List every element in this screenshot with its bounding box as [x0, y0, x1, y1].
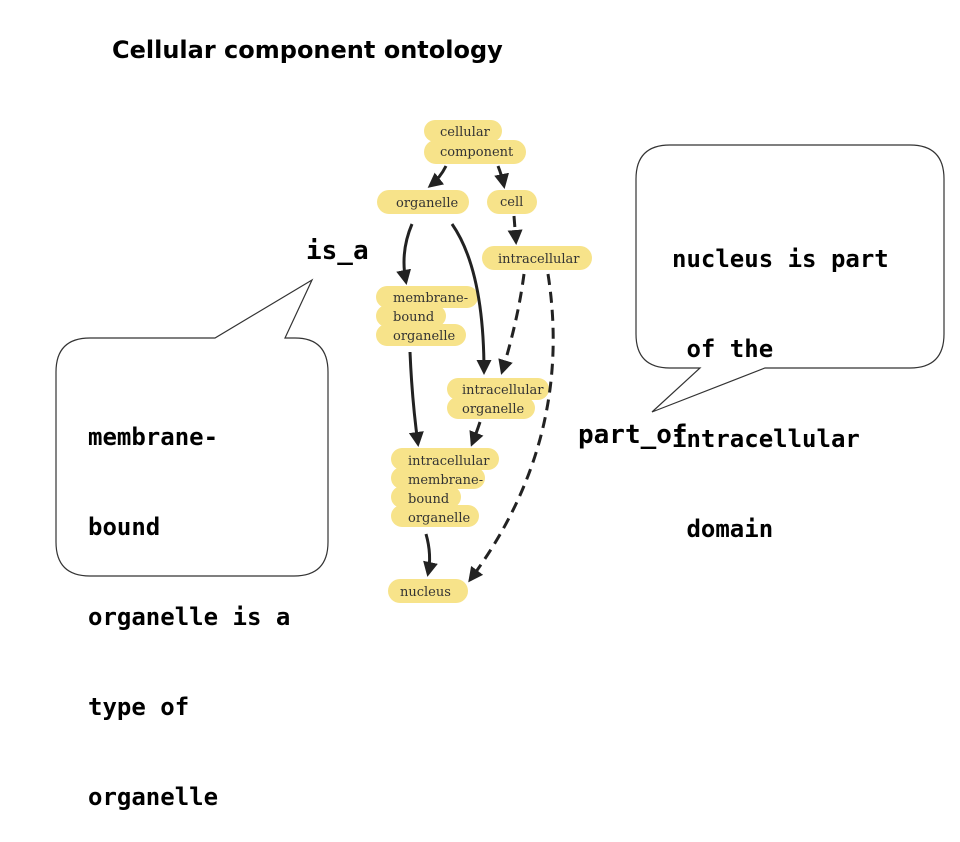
node-membrane-bound-organelle: membrane- bound organelle — [376, 286, 478, 346]
edge-intracellular-organelle-to-organelle — [450, 223, 492, 375]
node-nucleus: nucleus — [388, 579, 468, 603]
node-label: membrane- — [393, 291, 468, 306]
node-cell: cell — [487, 190, 537, 214]
left-callout-text: membrane- bound organelle is a type of o… — [88, 362, 290, 842]
edge-nucleus-to-imbo — [423, 533, 438, 577]
left-callout-bubble — [55, 278, 329, 577]
right-callout-line: of the — [672, 335, 774, 363]
edge-cell-to-cellular-component — [494, 165, 509, 189]
node-label: cell — [500, 195, 523, 210]
node-label: organelle — [393, 329, 455, 344]
left-callout-line: bound — [88, 513, 161, 541]
is-a-label: is_a — [306, 236, 369, 266]
right-callout-line: intracellular — [672, 425, 860, 453]
edge-nucleus-to-intracellular — [468, 273, 555, 583]
node-label: membrane- — [408, 473, 483, 488]
edge-membrane-bound-to-organelle — [396, 223, 414, 285]
diagram-title: Cellular component ontology — [112, 36, 503, 64]
node-label: bound — [393, 310, 434, 325]
node-label: cellular — [440, 125, 491, 140]
edge-imbo-to-membrane-bound — [408, 351, 424, 447]
node-label: component — [440, 145, 514, 160]
right-callout-line: nucleus is part — [672, 245, 889, 273]
edge-imbo-to-intracellular-organelle — [469, 421, 484, 447]
left-callout-line: organelle is a — [88, 603, 291, 631]
right-callout-bubble — [635, 144, 945, 413]
node-intracellular: intracellular — [482, 246, 592, 270]
left-callout-line: membrane- — [88, 423, 219, 451]
right-callout-text: nucleus is part of the intracellular dom… — [672, 184, 889, 574]
node-cellular-component: cellular component — [424, 120, 526, 164]
node-label: bound — [408, 492, 449, 507]
node-label: intracellular — [498, 252, 580, 267]
node-label: nucleus — [400, 585, 451, 600]
node-intracellular-membrane-bound-organelle: intracellular membrane- bound organelle — [391, 448, 499, 527]
node-intracellular-organelle: intracellular organelle — [447, 378, 549, 419]
node-label: intracellular — [408, 454, 490, 469]
node-label: organelle — [408, 511, 470, 526]
left-callout-line: organelle — [88, 783, 219, 811]
edge-intracellular-to-cell — [507, 215, 523, 245]
node-label: organelle — [462, 402, 524, 417]
edge-organelle-to-cellular-component — [427, 165, 448, 188]
node-label: organelle — [396, 196, 458, 211]
node-label: intracellular — [462, 383, 544, 398]
edge-intracellular-organelle-to-intracellular — [498, 273, 526, 375]
left-callout-line: type of — [88, 693, 190, 721]
right-callout-line: domain — [672, 515, 774, 543]
ontology-diagram: cellular component organelle cell intrac… — [55, 120, 945, 603]
part-of-label: part_of — [578, 420, 688, 450]
node-organelle: organelle — [377, 190, 469, 214]
